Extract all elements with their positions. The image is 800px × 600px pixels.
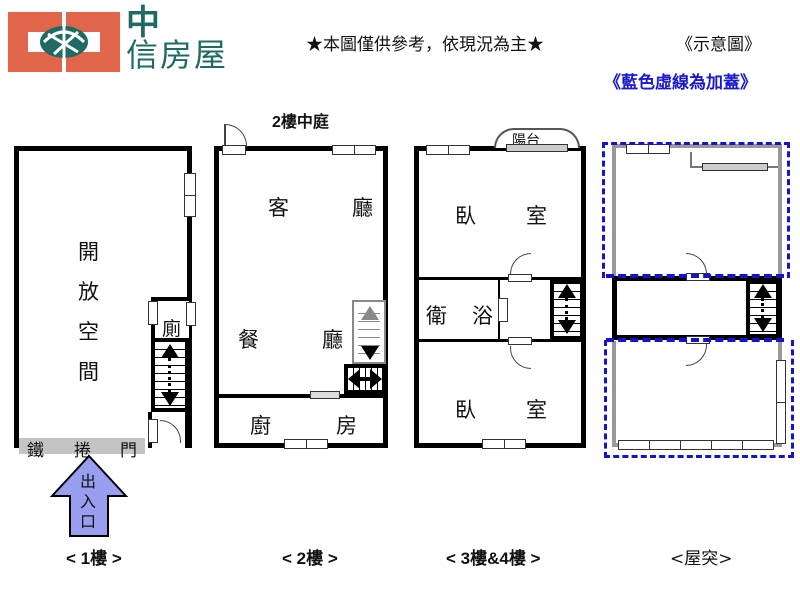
- addon-outline-line: [606, 338, 784, 342]
- arrow-up-icon: [361, 306, 379, 320]
- company-logo: [8, 12, 120, 72]
- toilet-door: [148, 301, 158, 325]
- courtyard-label: 2樓中庭: [272, 114, 329, 131]
- door: [508, 274, 532, 282]
- room-bedroom-top-1: 臥: [455, 204, 476, 228]
- floor-label-roof: <屋突>: [670, 549, 733, 569]
- staircase: [746, 280, 780, 338]
- logo-text-bottom: 信房屋: [126, 36, 229, 74]
- logo-globe-icon: [8, 12, 120, 72]
- disclaimer-notice: ★本圖僅供參考，依現況為主★: [306, 35, 544, 55]
- door: [508, 337, 532, 345]
- room-bathroom-2: 浴: [472, 304, 493, 328]
- door: [148, 419, 158, 443]
- room-living-2: 廳: [352, 196, 373, 220]
- sliding-door: [702, 163, 768, 171]
- arrow-down-icon: [361, 346, 379, 360]
- toilet-window: [186, 302, 196, 326]
- staircase: [352, 300, 386, 364]
- floor-label-1: < 1樓 >: [66, 549, 122, 568]
- rolling-door-label-3: 門: [120, 441, 137, 461]
- addon-outline-lower: [604, 340, 794, 458]
- room-kitchen-1: 廚: [250, 414, 271, 438]
- window: [184, 173, 196, 217]
- window-row: [618, 440, 774, 450]
- arrow-down-icon: [558, 320, 576, 334]
- floor-1-outer-wall: [14, 146, 192, 448]
- addon-note: 《藍色虛線為加蓋》: [604, 73, 757, 93]
- staircase: [151, 338, 189, 412]
- room-dining-2: 廳: [322, 328, 343, 352]
- room-living-1: 客: [268, 196, 289, 220]
- arrow-up-icon: [558, 284, 576, 298]
- rolling-door: [19, 438, 145, 454]
- room-open-space: 開 放 空 間: [78, 240, 99, 384]
- room-bedroom-bottom-2: 室: [526, 398, 547, 422]
- logo-text-top: 中: [126, 3, 160, 43]
- arrow-down-icon: [161, 392, 179, 406]
- wall-divider: [419, 339, 581, 342]
- staircase: [550, 280, 584, 340]
- floor-label-34: < 3樓&4樓 >: [446, 549, 541, 568]
- room-bathroom-1: 衛: [426, 304, 447, 328]
- rolling-door-label-1: 鐵: [27, 441, 44, 461]
- rolling-door-label-2: 捲: [74, 441, 91, 461]
- room-bedroom-bottom-1: 臥: [455, 398, 476, 422]
- room-toilet: 廁: [162, 318, 182, 340]
- window: [776, 360, 786, 444]
- addon-outline-upper: [602, 142, 790, 278]
- window: [426, 145, 470, 155]
- arrow-down-icon: [754, 318, 772, 332]
- window: [482, 439, 526, 449]
- sliding-door: [310, 391, 340, 399]
- room-kitchen-2: 房: [336, 414, 357, 438]
- entrance-label: 出 入 口: [80, 472, 97, 531]
- window: [284, 439, 328, 449]
- courtyard-door: [222, 145, 246, 155]
- room-dining-1: 餐: [238, 328, 259, 352]
- bathroom-door: [498, 298, 508, 322]
- staircase-landing: [344, 364, 386, 394]
- arrow-left-right-icon: [348, 369, 382, 389]
- arrow-up-icon: [754, 284, 772, 298]
- schematic-label: 《示意圖》: [676, 35, 761, 55]
- roof-upper-wall: [612, 144, 782, 278]
- arrow-up-icon: [161, 344, 179, 358]
- door-swing-icon: [224, 124, 247, 147]
- addon-outline-line: [606, 274, 784, 278]
- sliding-door: [506, 144, 568, 152]
- room-bedroom-top-2: 室: [526, 204, 547, 228]
- kitchen-divider: [219, 394, 383, 398]
- wall-divider: [419, 277, 581, 280]
- floor-label-2: < 2樓 >: [282, 549, 338, 568]
- window: [332, 145, 376, 155]
- entrance-arrow-icon: [50, 454, 128, 537]
